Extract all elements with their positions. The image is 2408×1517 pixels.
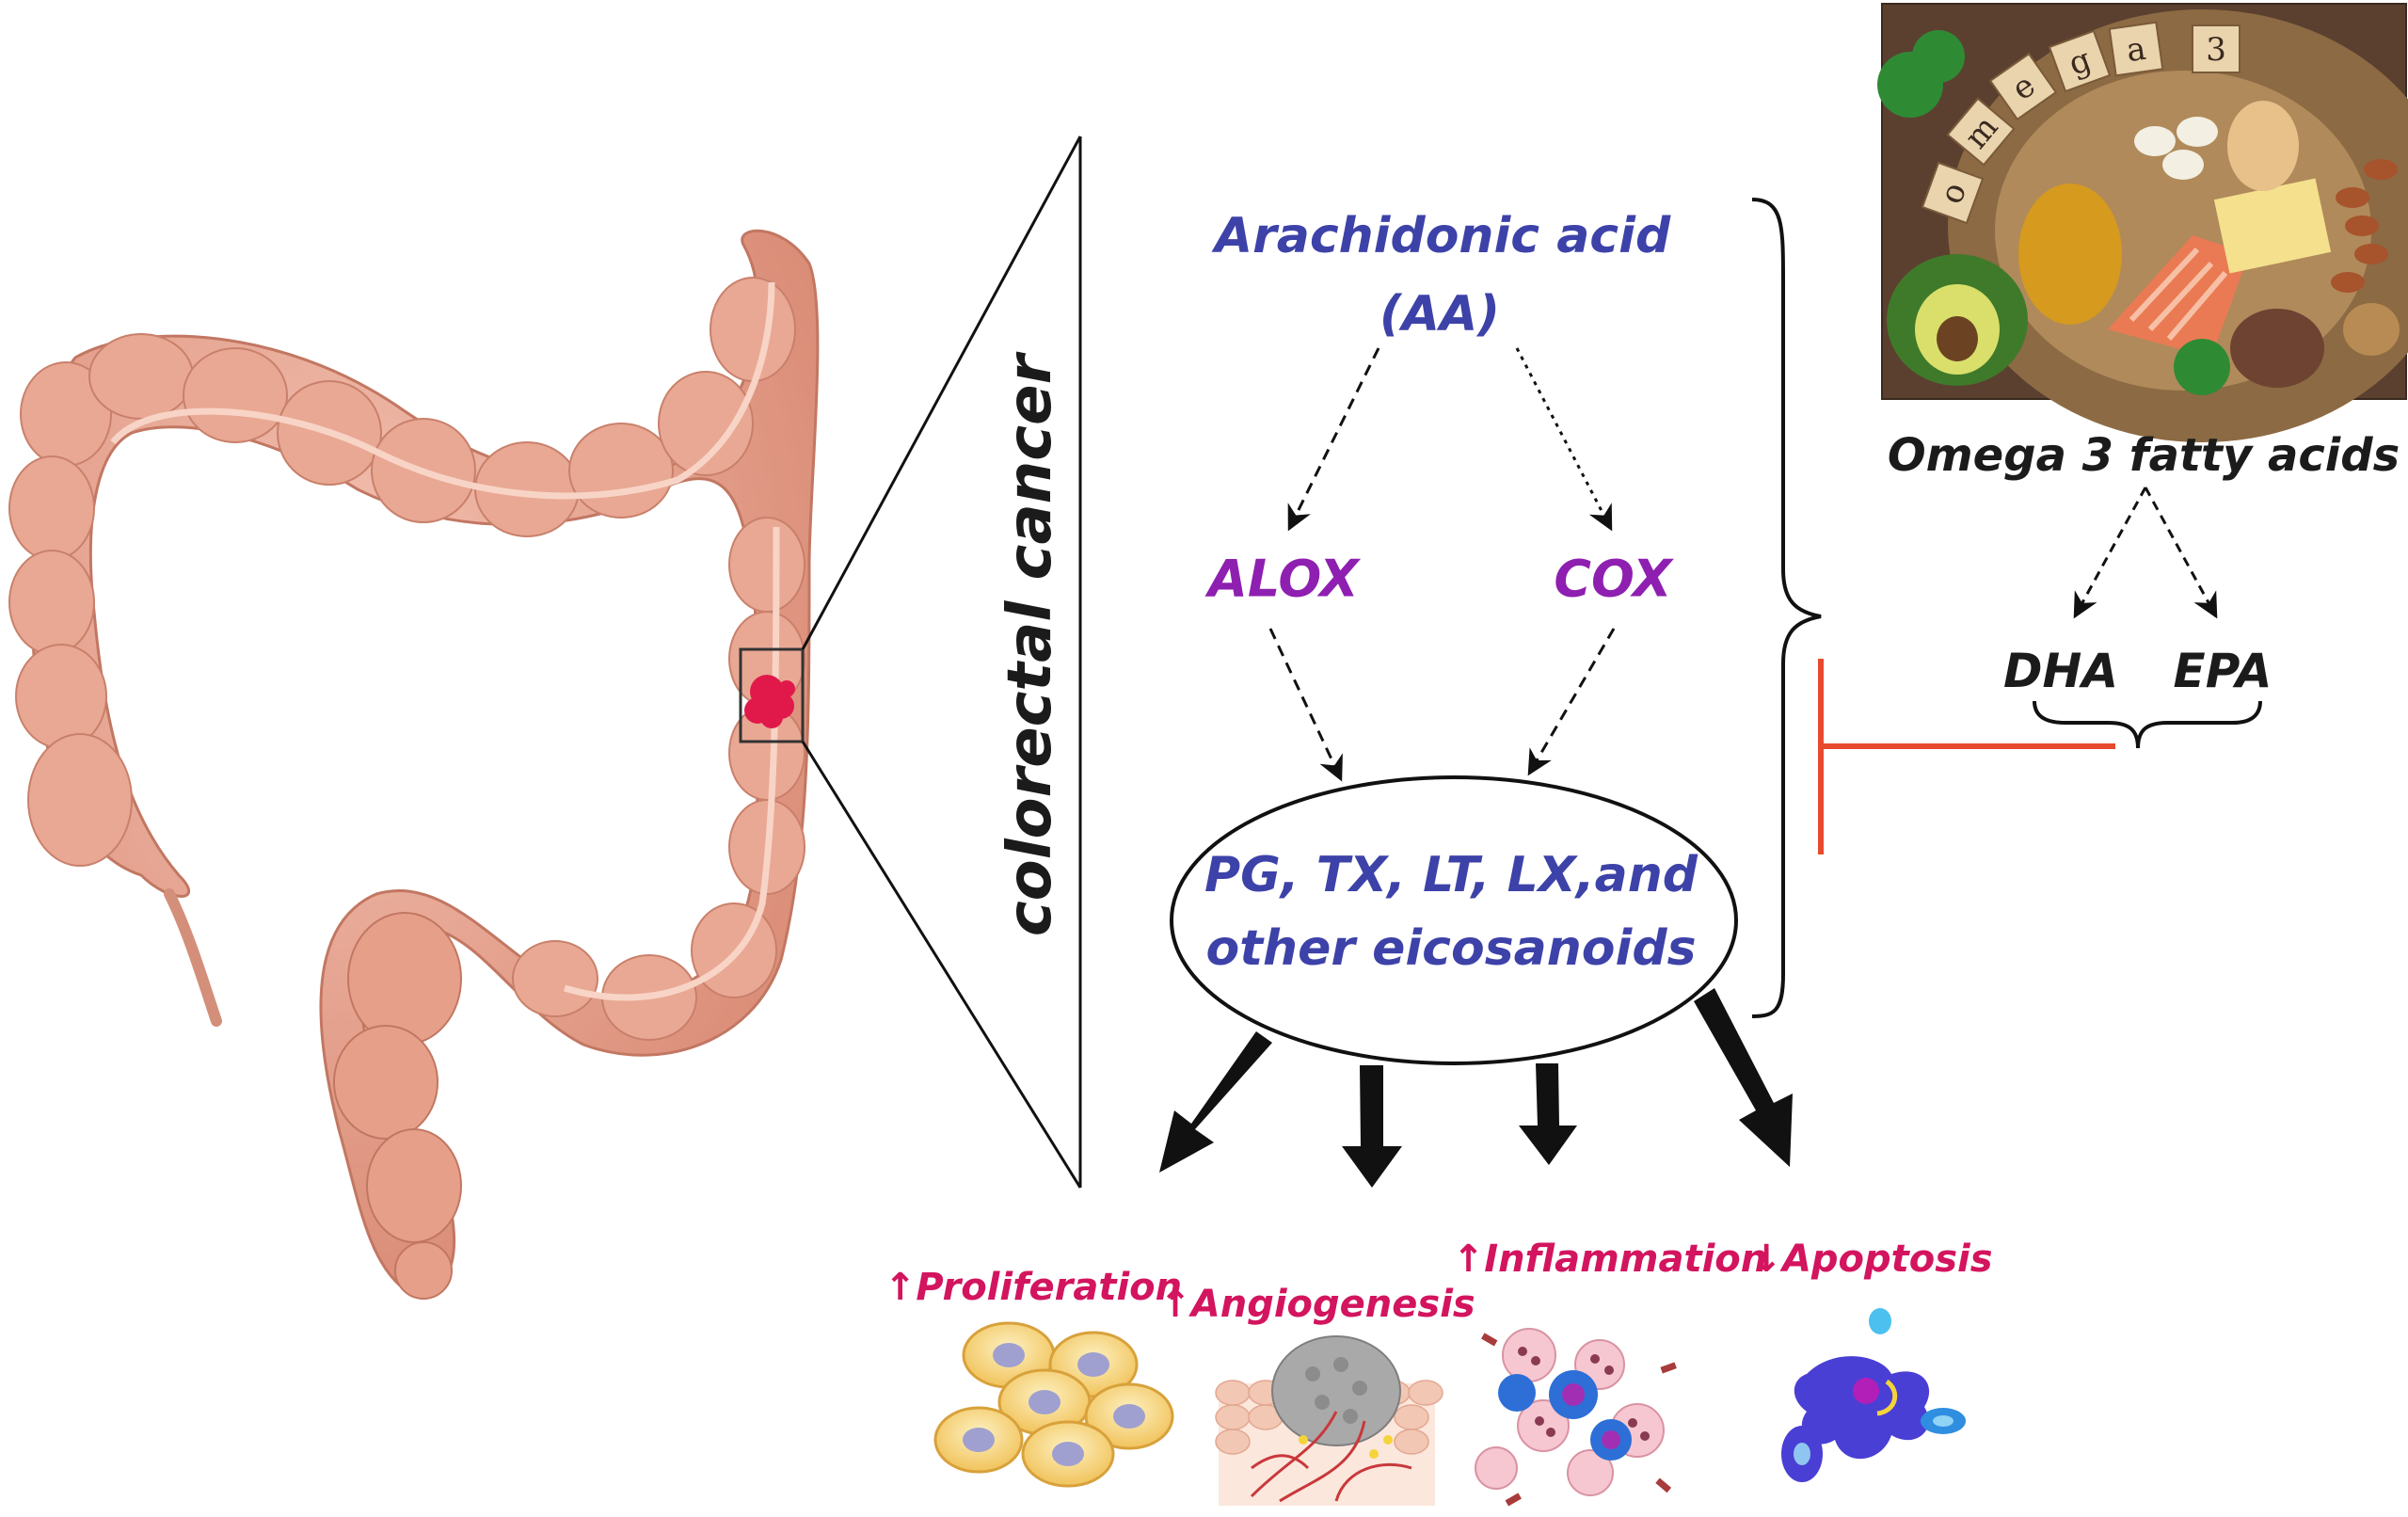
eicosanoids-label-line2: other eicosanoids	[1205, 920, 1697, 977]
tumor-box	[739, 647, 805, 743]
up-arrow: ↑	[1452, 1238, 1485, 1281]
outcome-proliferation: ↑Proliferation	[885, 1266, 1182, 1309]
arrow-omega-to-dha	[2073, 487, 2147, 619]
omega-letter-tiles: o m e g a 3	[1921, 21, 2241, 225]
dha-epa-brace	[2033, 700, 2262, 749]
arrow-to-apoptosis	[1694, 988, 1793, 1167]
outcome-inflammation: ↑Inflammation	[1453, 1238, 1768, 1281]
dha-label: DHA	[2002, 644, 2119, 698]
outcome-angiogenesis: ↑Angiogenesis	[1159, 1283, 1475, 1326]
outcome-label: Apoptosis	[1781, 1238, 1993, 1281]
apoptosis-cells-illustration	[1781, 1308, 1966, 1482]
arrow-alox-to-eicosanoids	[1268, 628, 1343, 782]
angiogenesis-tissue-illustration	[1215, 1335, 1443, 1506]
taenia-band	[110, 281, 780, 1001]
aa-abbrev-label: (AA)	[1379, 286, 1501, 343]
outcome-label: Inflammation	[1484, 1238, 1768, 1281]
outcome-label: Proliferation	[916, 1266, 1183, 1309]
colorectal-cancer-label: colorectal cancer	[996, 354, 1065, 937]
arrow-to-angiogenesis	[1342, 1065, 1402, 1188]
inhibition-symbol	[1818, 659, 2115, 854]
tumor	[744, 675, 795, 728]
inflammation-cells-illustration	[1475, 1328, 1677, 1507]
outcome-apoptosis: ↓Apoptosis	[1750, 1238, 1992, 1281]
arrow-omega-to-epa	[2144, 487, 2218, 619]
down-arrow: ↓	[1750, 1238, 1782, 1281]
eicosanoids-ellipse	[1170, 775, 1738, 1065]
zoom-line-bottom	[801, 741, 1082, 1189]
pathway-brace	[1751, 198, 1822, 1018]
up-arrow: ↑	[884, 1266, 917, 1309]
proliferation-cells-illustration	[933, 1321, 1174, 1488]
colon-illustration	[8, 136, 1082, 1300]
rectum	[333, 912, 462, 1300]
arrow-cox-to-eicosanoids	[1527, 628, 1616, 776]
omega3-title: Omega 3 fatty acids	[1887, 429, 2400, 482]
arachidonic-acid-label: Arachidonic acid	[1214, 208, 1671, 264]
omega3-food-photo: o m e g a 3	[1877, 3, 2408, 442]
arrow-aa-to-cox	[1515, 347, 1613, 532]
outcome-arrows	[1159, 988, 1793, 1188]
arrow-to-inflammation	[1519, 1063, 1577, 1165]
arrow-to-proliferation	[1159, 1031, 1272, 1173]
tile-letter: 3	[2206, 31, 2226, 69]
appendix	[164, 888, 222, 1027]
outcome-label: Angiogenesis	[1190, 1283, 1475, 1326]
eicosanoids-label-line1: PG, TX, LT, LX,and	[1204, 847, 1698, 903]
epa-label: EPA	[2173, 644, 2272, 698]
alox-label: ALOX	[1208, 549, 1359, 609]
zoom-line-top	[801, 136, 1082, 650]
up-arrow: ↑	[1159, 1283, 1191, 1326]
arrow-aa-to-alox	[1287, 347, 1380, 532]
cox-label: COX	[1554, 549, 1672, 609]
